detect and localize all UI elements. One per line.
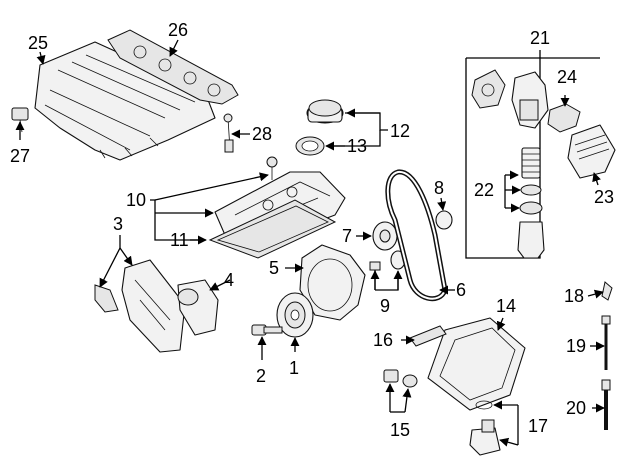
callout-18: 18 <box>564 286 584 306</box>
callout-5: 5 <box>269 258 279 278</box>
callout-3: 3 <box>113 214 123 234</box>
callout-23: 23 <box>594 187 614 207</box>
callout-20: 20 <box>566 398 586 418</box>
drain-plug <box>383 369 418 388</box>
callout-26: 26 <box>168 20 188 40</box>
callout-8: 8 <box>434 178 444 198</box>
callout-17: 17 <box>528 416 548 436</box>
callout-15: 15 <box>390 420 410 440</box>
guide-roller <box>435 210 453 230</box>
callout-labels: 25 26 27 28 12 13 10 11 3 4 5 7 8 9 6 2 … <box>10 20 614 440</box>
oil-level-sensor <box>469 400 501 456</box>
callout-6: 6 <box>456 280 466 300</box>
oil-filter-housing-group <box>465 50 600 259</box>
callout-21: 21 <box>530 28 550 48</box>
callout-9: 9 <box>380 296 390 316</box>
callout-11: 11 <box>170 230 189 250</box>
leader-lines <box>15 39 605 447</box>
dipstick <box>601 281 613 430</box>
belt-tensioner <box>372 221 398 251</box>
pulley-bolt <box>251 324 283 336</box>
valve-cover-gasket <box>208 199 337 259</box>
callout-22: 22 <box>474 180 494 200</box>
callout-19: 19 <box>566 336 586 356</box>
callout-2: 2 <box>256 366 266 386</box>
timing-cover <box>94 259 186 353</box>
manifold-gasket <box>107 29 239 105</box>
callout-1: 1 <box>289 358 299 378</box>
fuel-rail-stud <box>223 113 234 153</box>
callout-13: 13 <box>347 136 367 156</box>
callout-4: 4 <box>224 270 234 290</box>
filler-cap-seal <box>295 136 325 156</box>
callout-12: 12 <box>390 121 410 141</box>
callout-25: 25 <box>28 33 48 53</box>
callout-14: 14 <box>496 296 516 316</box>
callout-27: 27 <box>10 146 30 166</box>
callout-16: 16 <box>373 330 393 350</box>
callout-28: 28 <box>252 124 272 144</box>
oil-pan <box>427 317 526 411</box>
intake-manifold <box>34 41 216 161</box>
callout-7: 7 <box>342 226 352 246</box>
timing-belt <box>385 169 448 302</box>
lower-timing-cover <box>177 279 219 336</box>
oil-filler-cap <box>306 99 344 124</box>
callout-10: 10 <box>126 190 146 210</box>
oil-cooler <box>567 124 616 179</box>
callout-24: 24 <box>557 67 577 87</box>
crankshaft-pulley <box>276 292 314 338</box>
